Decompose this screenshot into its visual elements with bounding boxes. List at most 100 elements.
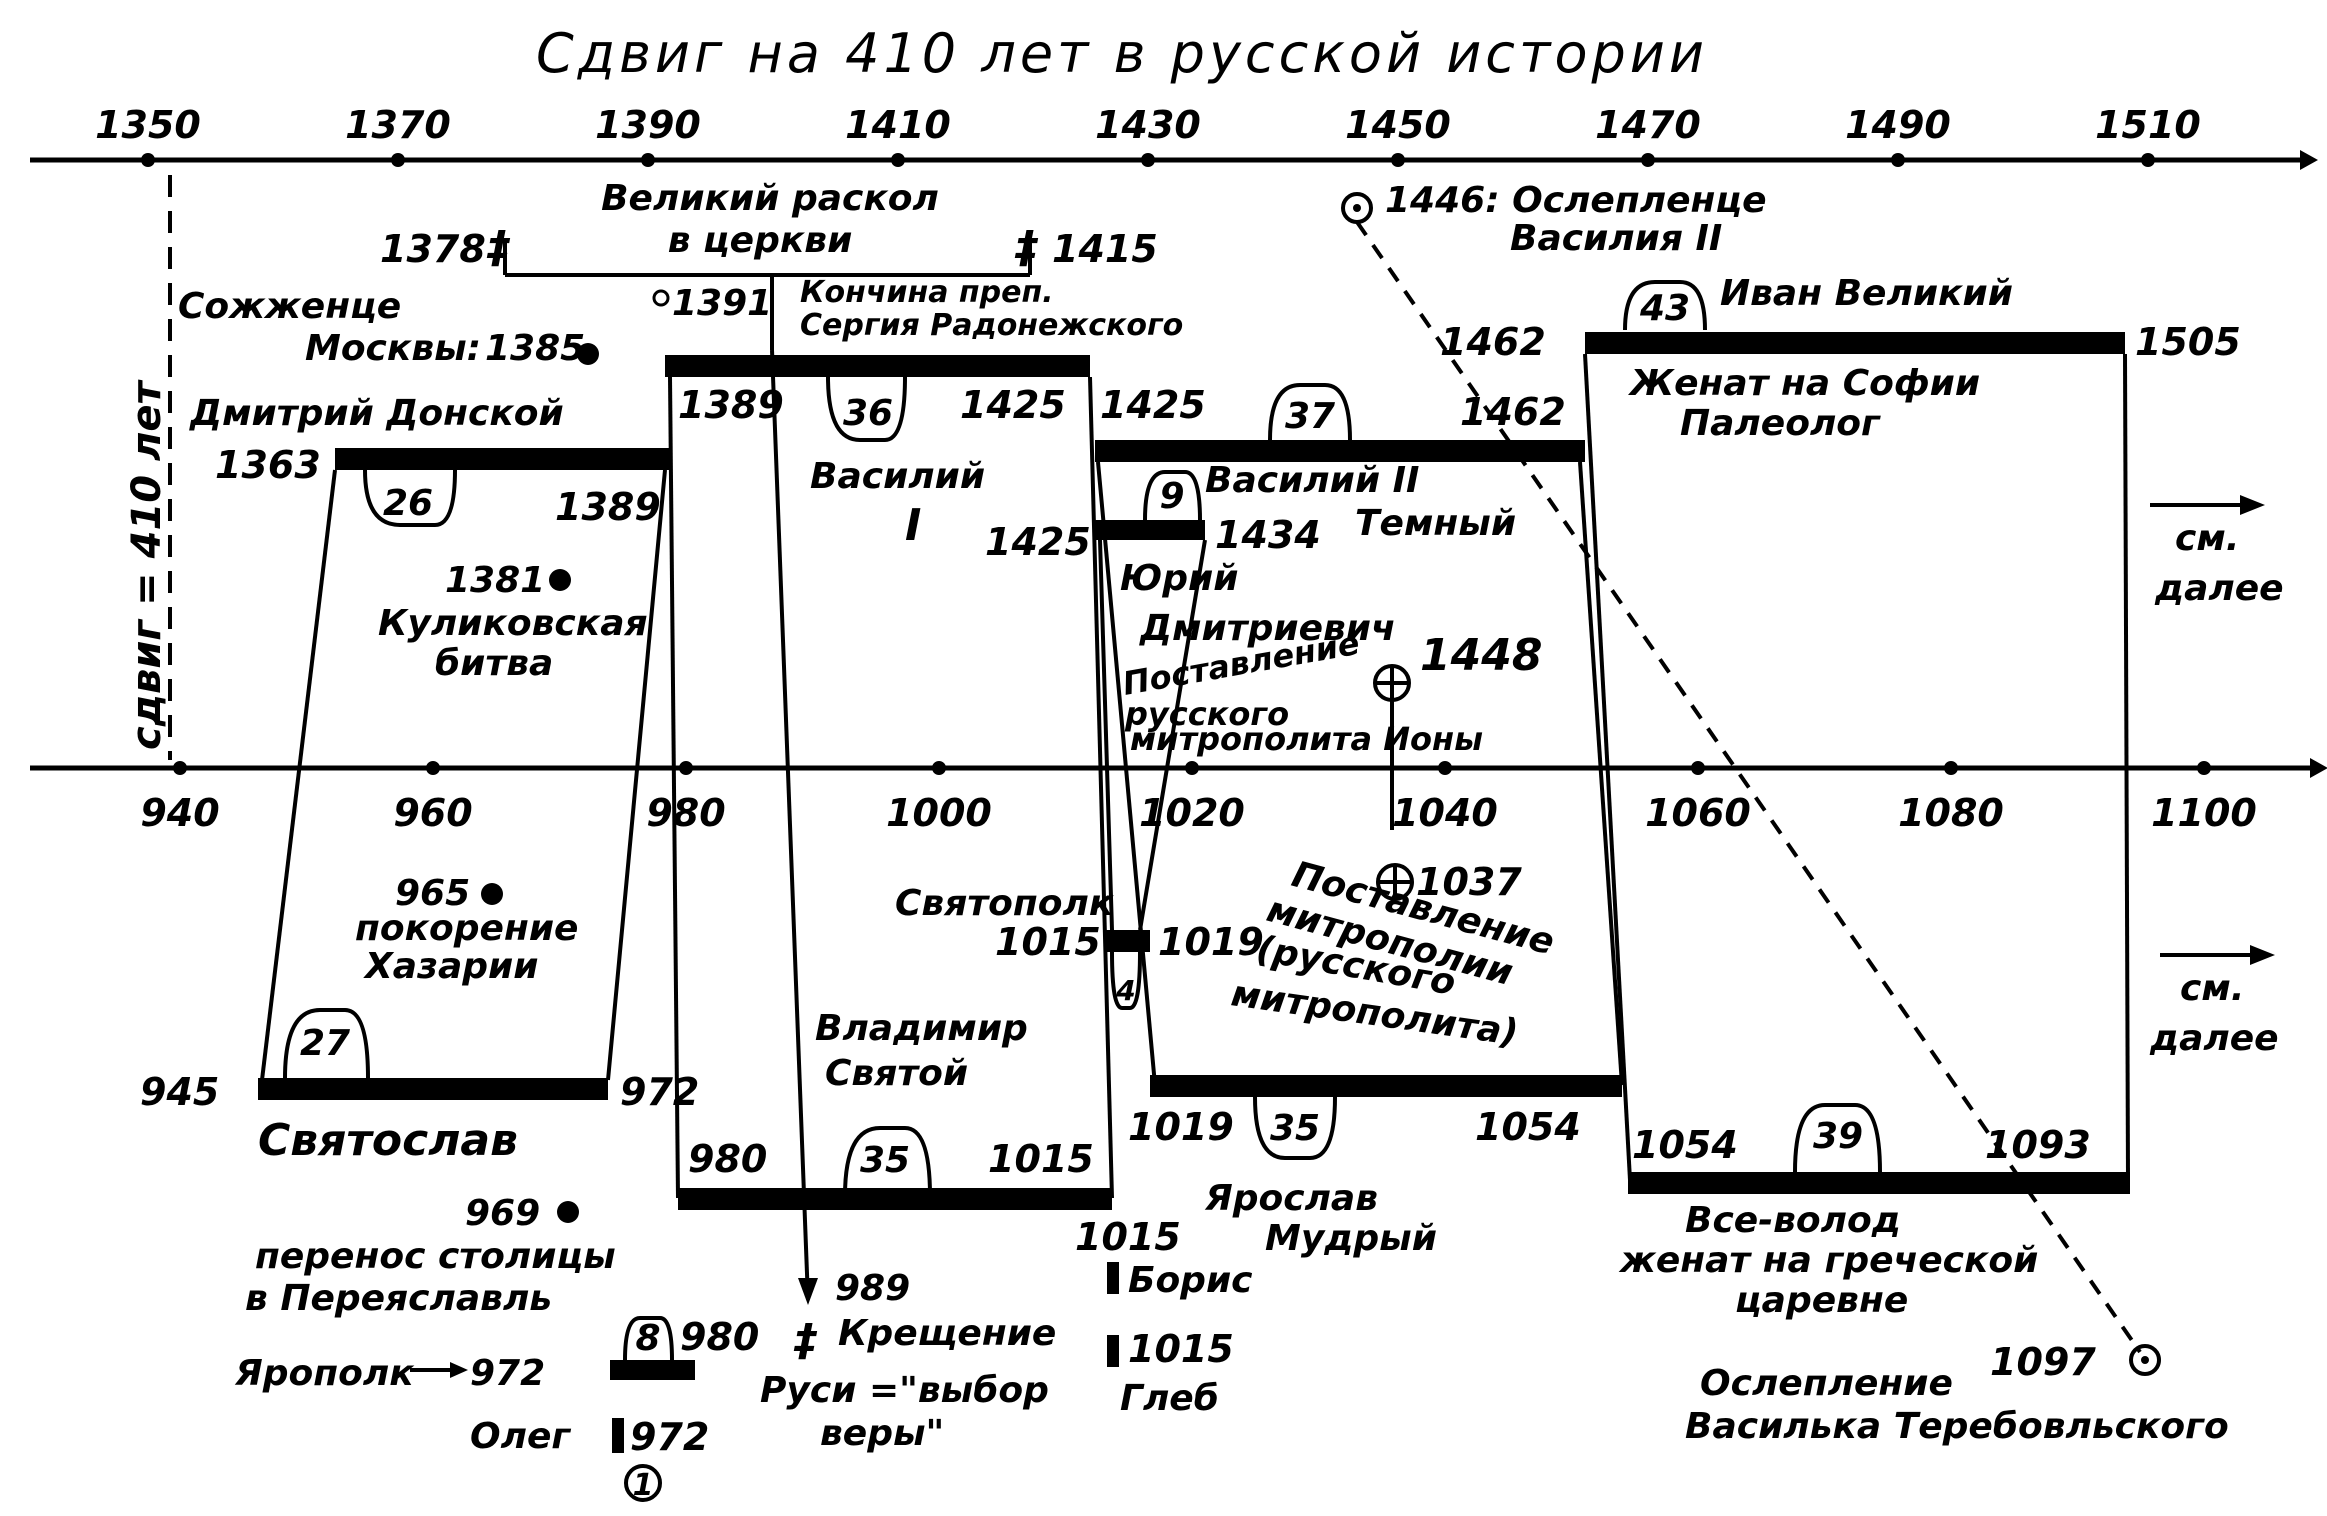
svyatopolk-end: 1019	[1158, 920, 1264, 964]
top-axis-tick-label: 1470	[1595, 103, 1701, 147]
vsevolod-line2: женат на греческой	[1618, 1240, 2038, 1281]
top-axis-tick-label: 1370	[345, 103, 451, 147]
yaropolk-name: Ярополк	[234, 1353, 415, 1394]
bottom-axis-tick-label: 1000	[886, 791, 992, 835]
top-axis-tick-mark	[1891, 153, 1905, 167]
yaroslav-name-line2: Мудрый	[1265, 1218, 1437, 1259]
kulikovo-line2: битва	[435, 643, 553, 684]
top-axis-tick-mark	[2141, 153, 2155, 167]
top-axis-tick-label: 1510	[2095, 103, 2201, 147]
vsevolod-line1: Все-волод	[1685, 1200, 1901, 1241]
bottom-axis-tick-mark	[1438, 761, 1452, 775]
capital-event: 969 перенос столицы в Переяславль	[245, 1193, 616, 1319]
oleg-year: 972	[630, 1415, 709, 1459]
dmitry-name: Дмитрий Донской	[189, 393, 564, 434]
schism-title-line2: в церкви	[668, 220, 853, 261]
see-further-bottom: см. далее	[2149, 945, 2279, 1059]
svyatopolk-start: 1015	[995, 920, 1101, 964]
top-axis-tick-label: 1430	[1095, 103, 1201, 147]
ivan-start: 1462	[1440, 320, 1546, 364]
blinding-link-line	[1355, 220, 2142, 1354]
vasily2-bar	[1095, 440, 1585, 462]
svyatoslav-length: 27	[300, 1023, 350, 1064]
schism-group: Великий раскол в церкви 1378 ‡ ‡ 1415	[380, 178, 1158, 277]
yaroslav-length: 35	[1270, 1108, 1320, 1149]
ivan-end: 1505	[2135, 320, 2241, 364]
bottom-axis-tick-label: 960	[393, 791, 472, 835]
iona-year: 1448	[1420, 630, 1542, 681]
vsevolod-start: 1054	[1632, 1123, 1738, 1167]
moscow-burn-line1: Сожженце	[178, 286, 401, 327]
schism-end-year: 1415	[1052, 227, 1158, 271]
khazaria-year: 965	[395, 873, 470, 914]
vasily1-start: 1389	[678, 383, 784, 427]
moscow-burn-event: Сожженце Москвы: 1385	[178, 286, 599, 369]
cross-icon: ‡	[486, 222, 511, 273]
yuri-length: 9	[1159, 476, 1184, 517]
top-axis-tick-mark	[891, 153, 905, 167]
bottom-axis-tick-label: 940	[140, 791, 219, 835]
svyatoslav-bar	[258, 1078, 608, 1100]
oleg-length: 1	[633, 1468, 654, 1503]
dmitry-reign: Дмитрий Донской 1363 26 1389	[189, 393, 670, 529]
boris-name: Борис	[1128, 1260, 1253, 1301]
top-axis-tick-mark	[1641, 153, 1655, 167]
yaropolk-length: 8	[635, 1318, 660, 1359]
vasily2-length: 37	[1285, 396, 1335, 437]
schism-title-line1: Великий раскол	[601, 178, 939, 219]
see-further-bottom-line1: см.	[2180, 968, 2244, 1009]
baptism-line2: Руси ="выбор	[760, 1370, 1049, 1411]
yuri-name-line1: Юрий	[1120, 558, 1238, 599]
arrow-right-icon	[450, 1362, 468, 1378]
bottom-axis-tick-mark	[2197, 761, 2211, 775]
sergius-year: 1391	[672, 283, 772, 324]
iona-line3: митрополита Ионы	[1130, 720, 1483, 758]
cross-icon: ‡	[793, 1315, 818, 1366]
vasily1-length: 36	[843, 393, 893, 434]
yaroslav-bar	[1150, 1075, 1622, 1097]
moscow-burn-year: 1385	[485, 328, 585, 369]
connector-lines	[260, 349, 2130, 1301]
schism-start-year: 1378	[380, 227, 486, 271]
baptism-line1: Крещение	[838, 1313, 1056, 1354]
vasilko-line2: Василька Теребовльского	[1685, 1406, 2229, 1447]
dot-icon	[557, 1201, 579, 1223]
bottom-axis-tick-label: 1060	[1645, 791, 1751, 835]
dot-icon	[481, 883, 503, 905]
vladimir-start: 980	[688, 1137, 767, 1181]
vladimir-reign: Владимир Святой 980 35 1015	[678, 1008, 1112, 1210]
vasily1-name: Василий	[810, 456, 985, 497]
dmitry-start: 1363	[215, 443, 321, 487]
vasily1-reign: 1389 36 1425 Василий I	[665, 355, 1090, 551]
vsevolod-bar	[1628, 1172, 2130, 1194]
ivan-wife-line1: Женат на Софии	[1627, 363, 1980, 404]
top-axis-tick-mark	[1141, 153, 1155, 167]
top-axis-tick-label: 1450	[1345, 103, 1451, 147]
kulikovo-year: 1381	[445, 560, 545, 601]
vasily2-reign: 1425 37 1462 Василий II Темный	[1095, 383, 1585, 544]
ivan-reign: 1462 43 Иван Великий 1505 Женат на Софии…	[1440, 273, 2241, 444]
see-further-bottom-line2: далее	[2149, 1018, 2279, 1059]
cross-icon: ‡	[1014, 222, 1039, 273]
iona-line2: русского	[1124, 695, 1289, 733]
baptism-line3: веры"	[820, 1413, 944, 1454]
baptism-event: 989 ‡ Крещение Руси ="выбор веры"	[760, 1268, 1056, 1454]
yaropolk-bar	[610, 1360, 695, 1380]
ivan-name: Иван Великий	[1720, 273, 2013, 314]
bottom-axis-tick-label: 1040	[1392, 791, 1498, 835]
dot-icon	[577, 343, 599, 365]
circle-icon	[652, 289, 670, 307]
vsevolod-reign: 1054 39 1093 Все-волод женат на греческо…	[1618, 1103, 2130, 1321]
boris-year: 1015	[1075, 1215, 1181, 1259]
bottom-axis-tick-label: 980	[646, 791, 725, 835]
dmitry-end: 1389	[555, 485, 661, 529]
yaroslav-end: 1054	[1475, 1105, 1581, 1149]
svyatoslav-name: Святослав	[258, 1115, 518, 1166]
yaropolk-end: 980	[680, 1315, 759, 1359]
ivan-bar	[1585, 332, 2125, 354]
see-further-top-line1: см.	[2175, 518, 2239, 559]
yaropolk-reign: Ярополк 972 8 980	[234, 1315, 759, 1394]
vasily1-numeral: I	[905, 500, 921, 551]
